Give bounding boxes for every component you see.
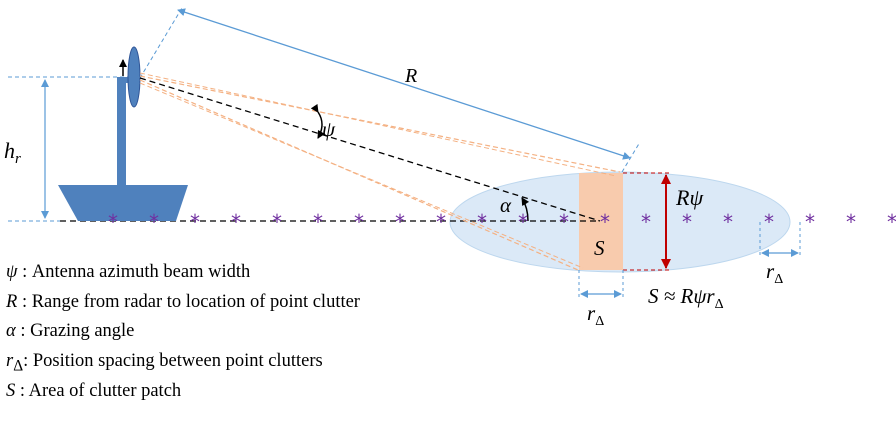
radar-tower [117,77,126,185]
legend-symbol: ψ [6,262,18,282]
clutter-points: * * * * * * * * * * * * * * * * * * * * [108,210,896,234]
height-symbol: h [4,138,15,163]
legend-text: : Antenna azimuth beam width [17,262,251,282]
spacing-subscript: Δ [774,272,783,287]
patch-height-label: Rψ [675,185,703,210]
clutter-point-marker: * [272,210,282,234]
clutter-point-marker: * [395,210,405,234]
range-arrow [177,8,631,160]
clutter-point-marker: * [231,210,241,234]
legend-symbol: r [6,351,14,372]
legend: ψ : Antenna azimuth beam width R : Range… [6,260,360,408]
legend-symbol: α [6,321,16,342]
clutter-point-marker: * [108,210,118,234]
range-guide-right [621,141,641,173]
clutter-point-marker: * [190,210,200,234]
beam-edge-lower-outer [139,82,584,269]
radar-base [58,185,188,221]
clutter-point-marker: * [764,210,774,234]
legend-symbol: R [6,291,18,312]
clutter-point-marker: * [805,210,815,234]
spacing-symbol: r [766,259,775,283]
legend-item: α : Grazing angle [6,319,360,349]
legend-item: R : Range from radar to location of poin… [6,290,360,320]
clutter-point-marker: * [559,210,569,234]
patch-width-subscript: Δ [595,314,604,329]
grazing-angle-arc [521,197,530,222]
legend-text: : Position spacing between point clutter… [23,351,323,372]
legend-subscript: Δ [13,357,24,375]
clutter-patch [579,173,623,270]
beamwidth-label: ψ [322,117,336,141]
clutter-point-marker: * [887,210,896,234]
antenna-dish [127,46,141,108]
height-subscript: r [15,151,21,167]
beam-edge-upper-outer [139,72,617,177]
clutter-point-marker: * [477,210,487,234]
height-label: hr [4,138,21,167]
spacing-label: rΔ [766,259,783,287]
clutter-point-marker: * [313,210,323,234]
legend-text: : Area of clutter patch [15,380,182,401]
beamwidth-arc [310,103,325,139]
patch-width-label: rΔ [587,301,604,329]
clutter-point-marker: * [682,210,692,234]
legend-text: : Range from radar to location of point … [17,291,360,312]
clutter-point-marker: * [600,210,610,234]
area-formula-subscript: Δ [715,297,724,312]
patch-area-label: S [594,236,605,260]
patch-width-symbol: r [587,301,596,325]
clutter-point-marker: * [518,210,528,234]
legend-symbol: S [6,380,16,401]
clutter-point-marker: * [149,210,159,234]
clutter-point-marker: * [436,210,446,234]
legend-item: S : Area of clutter patch [6,379,360,409]
area-formula-main: S ≈ Rψr [648,284,715,308]
beam-edge-lower [139,79,579,271]
area-formula: S ≈ RψrΔ [648,284,724,312]
clutter-point-marker: * [723,210,733,234]
legend-item: ψ : Antenna azimuth beam width [6,260,360,290]
beam-center-line [139,77,601,222]
legend-text: : Grazing angle [15,321,135,342]
beam-edge-upper [139,75,621,173]
legend-item: rΔ: Position spacing between point clutt… [6,349,360,379]
range-label: R [404,65,417,87]
clutter-point-marker: * [354,210,364,234]
clutter-point-marker: * [641,210,651,234]
range-guide-left [139,7,183,79]
grazing-label: α [500,193,512,217]
clutter-point-marker: * [846,210,856,234]
